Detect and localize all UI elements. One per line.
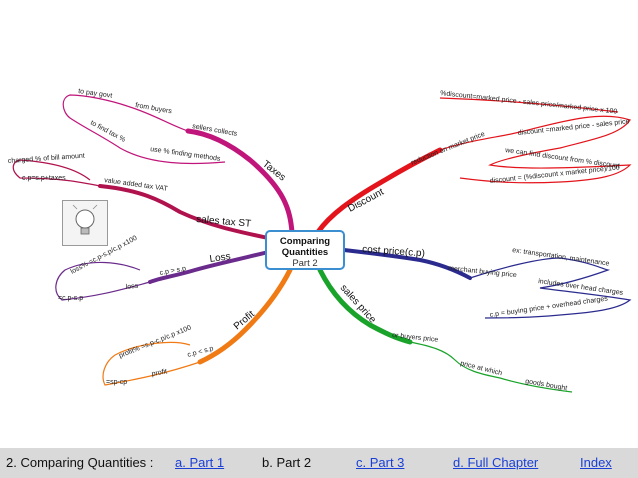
- discount-leaves-curve: [439, 115, 632, 184]
- price-at-which-label: price at which: [460, 360, 503, 377]
- central-topic: Comparing Quantities Part 2: [265, 230, 345, 270]
- or-buyers-label: or buyers price: [392, 332, 439, 344]
- central-title-line2: Quantities: [281, 247, 329, 258]
- profit-leaves-curve: [102, 341, 201, 386]
- mind-map: Taxes to pay govt from buyers sellers co…: [8, 88, 632, 393]
- cp-taxes-label: c.p=s.p+taxes: [22, 175, 66, 182]
- to-pay-govt-label: to pay govt: [78, 88, 113, 100]
- lightbulb-icon: [72, 204, 98, 235]
- from-buyers-label: from buyers: [135, 102, 173, 115]
- loss-trunk: [148, 250, 270, 284]
- loss-word-label: loss: [125, 283, 139, 291]
- discount-eq-label: discount =marked price - sales price: [517, 118, 629, 137]
- cost-price-trunk: [342, 248, 472, 280]
- ex-transport-label: ex: transportation, maintenance: [512, 247, 610, 268]
- profit-pct-label: profit% =s.p-c.p/c.p x100: [118, 324, 192, 359]
- reduction-label: reduction on market price: [410, 131, 486, 167]
- discount-branch: Discount %discount=marked price - sales …: [315, 90, 632, 235]
- sales-tax-leaves-curve: [12, 159, 101, 187]
- central-title-line1: Comparing: [279, 236, 331, 247]
- cp-gt-sp-label: c.p > s.p: [159, 265, 187, 277]
- profit-trunk: [197, 267, 293, 365]
- sp-cp-label: =sp-cp: [106, 379, 127, 386]
- sales-tax-trunk: [98, 184, 270, 240]
- sales-price-leaves-curve: [409, 341, 573, 393]
- central-subtitle: Part 2: [292, 258, 318, 269]
- sales-tax-branch: sales tax ST charged % of bill amount c.…: [8, 153, 270, 240]
- part2-current: b. Part 2: [262, 455, 312, 470]
- cost-price-label: cost price(c.p): [362, 244, 425, 259]
- loss-eq-label: =c.p-s.p: [58, 295, 83, 302]
- sales-tax-label: sales tax ST: [196, 214, 252, 230]
- full-chapter-link[interactable]: d. Full Chapter: [453, 455, 539, 470]
- footer-nav: 2. Comparing Quantities : a. Part 1 b. P…: [0, 448, 638, 478]
- use-finding-methods-label: use % finding methods: [150, 146, 222, 163]
- cost-price-leaves-curve: [469, 257, 632, 319]
- part1-link[interactable]: a. Part 1: [175, 455, 225, 470]
- includes-overhead-label: includes over head charges: [538, 278, 624, 297]
- loss-leaves-curve: [55, 261, 151, 301]
- pct-discount-line: [439, 97, 619, 113]
- sales-price-trunk: [317, 267, 413, 345]
- part3-link[interactable]: c. Part 3: [356, 455, 405, 470]
- taxes-trunk: [185, 128, 295, 235]
- cost-price-branch: cost price(c.p) ex: transportation, main…: [342, 244, 632, 319]
- index-link[interactable]: Index: [580, 455, 612, 470]
- profit-word-label: profit: [151, 368, 168, 378]
- discount-trunk: [315, 147, 443, 235]
- taxes-leaves-curve: [62, 94, 226, 165]
- pct-discount-label: %discount=marked price - sales price/mar…: [440, 90, 618, 116]
- goods-bought-label: goods bought: [525, 378, 568, 392]
- loss-label: Loss: [209, 251, 231, 265]
- footer-prefix: 2. Comparing Quantities :: [6, 455, 154, 470]
- sales-price-branch: sales price or buyers price price at whi…: [317, 267, 573, 393]
- lightbulb-image: [62, 200, 108, 246]
